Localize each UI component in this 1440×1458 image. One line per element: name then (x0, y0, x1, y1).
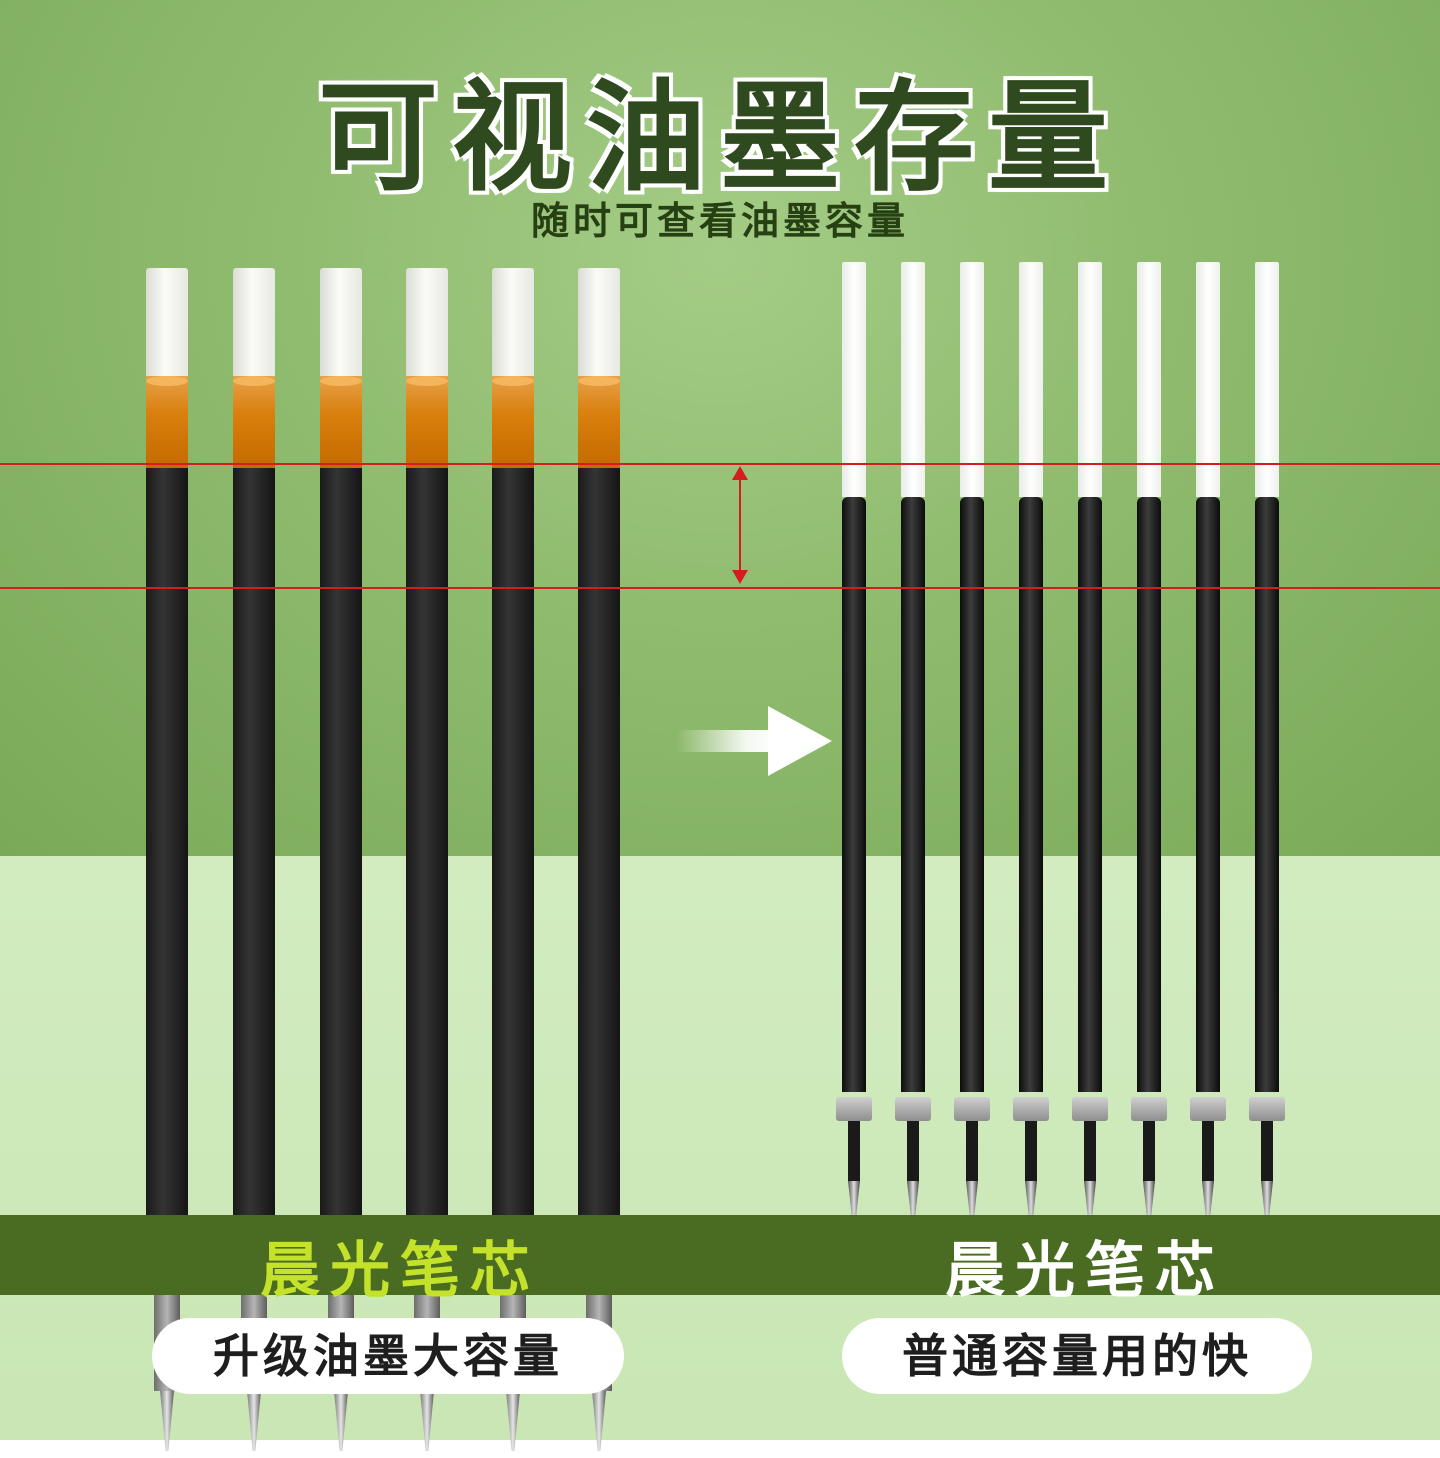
refill-collar (895, 1097, 931, 1121)
refill-body (1078, 497, 1102, 1092)
slim-refill (836, 262, 872, 1232)
refill-body (960, 497, 984, 1092)
right-brand-label: 晨光笔芯 (945, 1236, 1225, 1306)
refill-tip (1084, 1121, 1096, 1181)
left-feature-pill: 升级油墨大容量 (152, 1318, 624, 1394)
refill-nib (247, 1391, 261, 1451)
refill-nib (506, 1391, 520, 1451)
refill-collar (1013, 1097, 1049, 1121)
slim-refill (1013, 262, 1049, 1232)
refill-collar (1190, 1097, 1226, 1121)
refill-tip (1261, 1121, 1273, 1181)
refill-nib (334, 1391, 348, 1451)
left-brand-label: 晨光笔芯 (260, 1236, 540, 1306)
page-title: 可视油墨存量 (317, 68, 1122, 209)
refill-ink-reservoir (320, 376, 362, 468)
refill-tip (848, 1121, 860, 1181)
refill-body (1137, 497, 1161, 1092)
refill-tip (1143, 1121, 1155, 1181)
refill-cap (901, 262, 925, 497)
refill-body (320, 468, 362, 1243)
refill-ink-reservoir (492, 376, 534, 468)
slim-refill (954, 262, 990, 1232)
refill-ink-reservoir (406, 376, 448, 468)
slim-refill (895, 262, 931, 1232)
slim-refill (1072, 262, 1108, 1232)
slim-refill (1190, 262, 1226, 1232)
refill-cap (842, 262, 866, 497)
refill-ink-reservoir (146, 376, 188, 468)
refill-ink-reservoir (233, 376, 275, 468)
slim-refill (1249, 262, 1285, 1232)
double-arrow-vertical-icon (732, 466, 748, 584)
refill-body (1255, 497, 1279, 1092)
refill-body (492, 468, 534, 1243)
page-subtitle: 随时可查看油墨容量 (530, 199, 909, 243)
refill-body (1196, 497, 1220, 1092)
refill-nib (160, 1391, 174, 1451)
refill-nib (592, 1391, 606, 1451)
refill-collar (836, 1097, 872, 1121)
refill-collar (1072, 1097, 1108, 1121)
refill-tip (966, 1121, 978, 1181)
refill-body (901, 497, 925, 1092)
refill-body (146, 468, 188, 1243)
label-band (0, 1215, 1440, 1295)
refill-body (233, 468, 275, 1243)
refill-collar (954, 1097, 990, 1121)
refill-body (1019, 497, 1043, 1092)
refill-tip (1202, 1121, 1214, 1181)
refill-ink-reservoir (578, 376, 620, 468)
refill-body (578, 468, 620, 1243)
refill-cap (1019, 262, 1043, 497)
refill-cap (1137, 262, 1161, 497)
refill-tip (907, 1121, 919, 1181)
refill-body (842, 497, 866, 1092)
arrow-right-icon (676, 706, 832, 776)
refill-cap (1255, 262, 1279, 497)
refill-nib (420, 1391, 434, 1451)
large-refill (142, 268, 192, 1458)
slim-refill (1131, 262, 1167, 1232)
refill-cap (1196, 262, 1220, 497)
right-feature-pill: 普通容量用的快 (842, 1318, 1312, 1394)
reference-line-lower (0, 587, 1440, 589)
refill-collar (1131, 1097, 1167, 1121)
refill-collar (1249, 1097, 1285, 1121)
reference-line-upper (0, 463, 1440, 465)
refill-cap (1078, 262, 1102, 497)
refill-tip (1025, 1121, 1037, 1181)
refill-body (406, 468, 448, 1243)
refill-cap (960, 262, 984, 497)
